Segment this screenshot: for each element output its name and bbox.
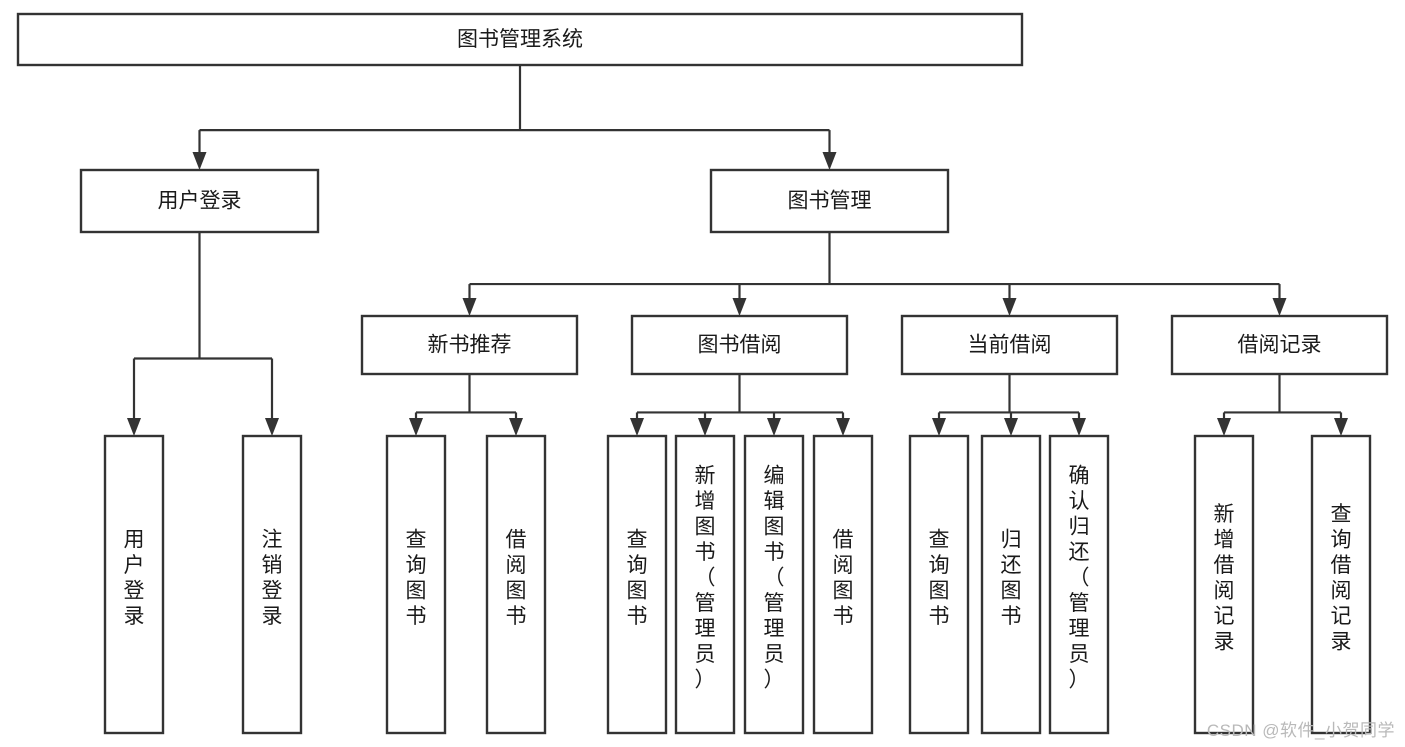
- connector-arrowhead: [1004, 418, 1018, 436]
- node-label: 借阅记录: [1238, 334, 1322, 357]
- node-label: 归还图书: [1001, 528, 1022, 628]
- node-box: [908, 434, 970, 735]
- node-box: [606, 434, 668, 735]
- node-box: [241, 434, 303, 735]
- connector-arrowhead: [509, 418, 523, 436]
- node-label: 新增借阅记录: [1214, 503, 1235, 654]
- node-leaf11[interactable]: 确认归还（管理员）: [1048, 434, 1110, 735]
- connector-arrowhead: [732, 298, 747, 316]
- node-box: [360, 314, 579, 376]
- connector-arrowhead: [1217, 418, 1231, 436]
- node-box: [1048, 434, 1110, 735]
- node-label: 查询图书: [406, 528, 427, 628]
- node-box: [1310, 434, 1372, 735]
- node-l3c[interactable]: 当前借阅: [900, 314, 1119, 376]
- node-leaf1[interactable]: 用户登录: [103, 434, 165, 735]
- connector-arrowhead: [630, 418, 644, 436]
- connector-arrowhead: [836, 418, 850, 436]
- node-box: [709, 168, 950, 234]
- node-l3b[interactable]: 图书借阅: [630, 314, 849, 376]
- node-layer: 图书管理系统用户登录图书管理新书推荐图书借阅当前借阅借阅记录用户登录注销登录查询…: [16, 12, 1389, 735]
- connector-arrowhead: [409, 418, 423, 436]
- node-leaf12[interactable]: 新增借阅记录: [1193, 434, 1255, 735]
- node-leaf8[interactable]: 借阅图书: [812, 434, 874, 735]
- node-l2b[interactable]: 图书管理: [709, 168, 950, 234]
- node-label: 编辑图书（管理员）: [764, 465, 785, 692]
- node-box: [1170, 314, 1389, 376]
- node-box: [743, 434, 805, 735]
- node-box: [630, 314, 849, 376]
- connector-arrowhead: [767, 418, 781, 436]
- node-box: [674, 434, 736, 735]
- node-box: [103, 434, 165, 735]
- node-box: [16, 12, 1024, 67]
- node-l2a[interactable]: 用户登录: [79, 168, 320, 234]
- node-label: 新增图书（管理员）: [695, 465, 716, 692]
- node-l3d[interactable]: 借阅记录: [1170, 314, 1389, 376]
- node-leaf6[interactable]: 新增图书（管理员）: [674, 434, 736, 735]
- node-leaf4[interactable]: 借阅图书: [485, 434, 547, 735]
- node-box: [980, 434, 1042, 735]
- connector-arrowhead: [1334, 418, 1348, 436]
- connector-arrowhead: [192, 152, 207, 170]
- node-label: 用户登录: [124, 528, 145, 628]
- node-leaf13[interactable]: 查询借阅记录: [1310, 434, 1372, 735]
- connector-arrowhead: [462, 298, 477, 316]
- connector-arrowhead: [127, 418, 141, 436]
- node-label: 注销登录: [262, 528, 283, 628]
- node-label: 借阅图书: [506, 528, 527, 628]
- node-box: [79, 168, 320, 234]
- node-leaf9[interactable]: 查询图书: [908, 434, 970, 735]
- edge-layer: [127, 65, 1348, 436]
- node-leaf7[interactable]: 编辑图书（管理员）: [743, 434, 805, 735]
- node-box: [812, 434, 874, 735]
- node-leaf10[interactable]: 归还图书: [980, 434, 1042, 735]
- node-label: 借阅图书: [833, 528, 854, 628]
- connector-arrowhead: [1272, 298, 1287, 316]
- node-root[interactable]: 图书管理系统: [16, 12, 1024, 67]
- connector-arrowhead: [698, 418, 712, 436]
- node-label: 用户登录: [158, 190, 242, 213]
- node-label: 查询图书: [627, 528, 648, 628]
- node-label: 图书管理系统: [457, 28, 583, 51]
- connector-arrowhead: [1002, 298, 1017, 316]
- node-leaf5[interactable]: 查询图书: [606, 434, 668, 735]
- node-label: 新书推荐: [428, 334, 512, 357]
- node-box: [1193, 434, 1255, 735]
- node-label: 查询图书: [929, 528, 950, 628]
- watermark-text: CSDN @软件_小贺同学: [1206, 721, 1395, 740]
- connector-arrowhead: [822, 152, 837, 170]
- node-box: [485, 434, 547, 735]
- node-label: 图书借阅: [698, 334, 782, 357]
- node-leaf2[interactable]: 注销登录: [241, 434, 303, 735]
- node-l3a[interactable]: 新书推荐: [360, 314, 579, 376]
- node-label: 确认归还（管理员）: [1069, 465, 1090, 692]
- node-label: 查询借阅记录: [1331, 503, 1352, 654]
- node-label: 图书管理: [788, 190, 872, 213]
- node-box: [900, 314, 1119, 376]
- connector-arrowhead: [932, 418, 946, 436]
- node-box: [385, 434, 447, 735]
- connector-arrowhead: [265, 418, 279, 436]
- connector-arrowhead: [1072, 418, 1086, 436]
- node-leaf3[interactable]: 查询图书: [385, 434, 447, 735]
- node-label: 当前借阅: [968, 334, 1052, 357]
